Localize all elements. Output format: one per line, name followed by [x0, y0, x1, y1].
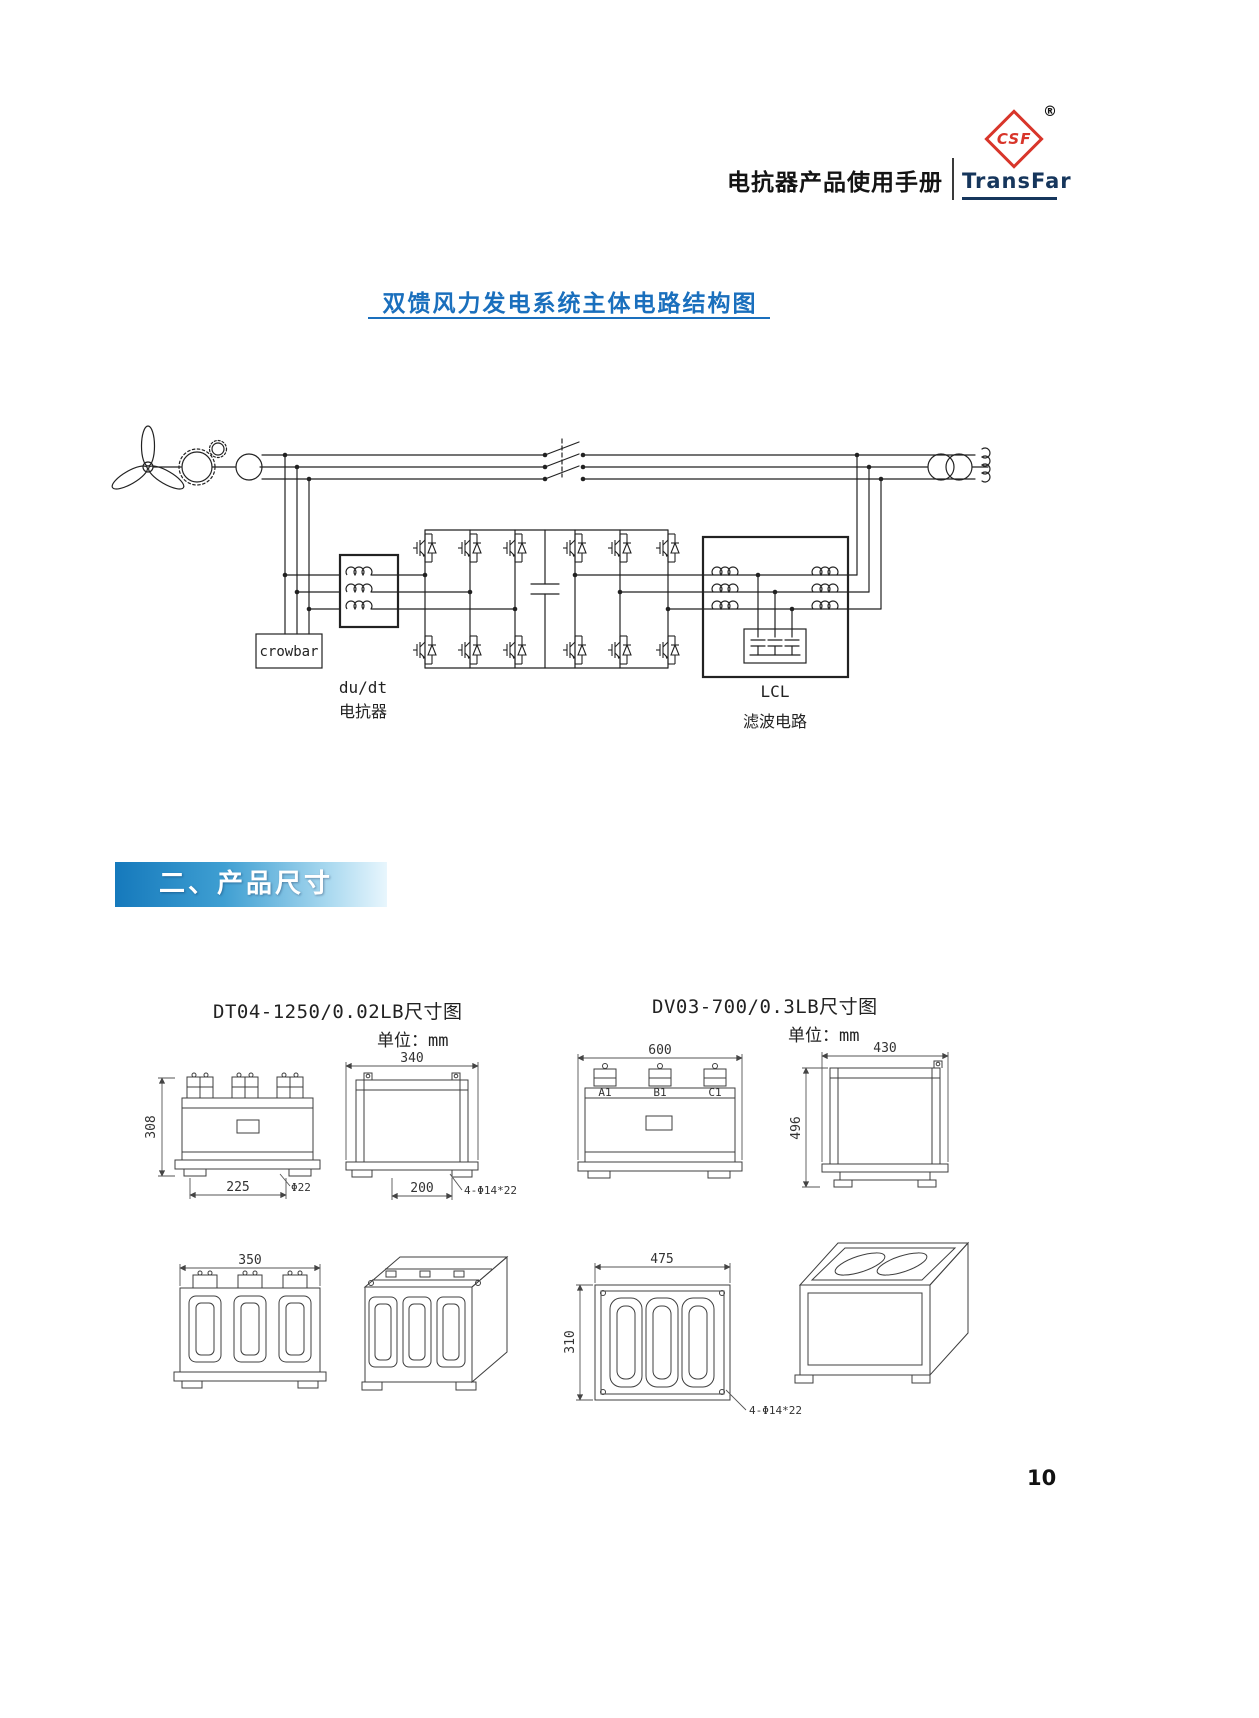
brand-underline — [962, 197, 1057, 200]
lcl-filter-box — [701, 535, 850, 679]
dim-label-dt04-front-height: 308 — [144, 1115, 159, 1138]
dt04-front-view — [174, 1072, 321, 1177]
dt04-coil-front-dims — [179, 1264, 321, 1286]
gearbox-generator-icon — [152, 439, 263, 486]
csf-logo-icon: CSF — [984, 109, 1044, 169]
dim-label-dt04-base-width: 200 — [410, 1181, 433, 1196]
dudt-reactor-box — [338, 553, 400, 629]
dim-label-dv03-top-width: 475 — [650, 1252, 673, 1267]
dim-label-dv03-side-width: 430 — [873, 1041, 896, 1056]
terminal-label-b1: B1 — [653, 1086, 666, 1099]
page-number: 10 — [1027, 1466, 1057, 1490]
dt04-drawing-title: DT04-1250/0.02LB尺寸图 — [213, 1001, 463, 1023]
lcl-label-line2: 滤波电路 — [743, 712, 807, 731]
diagram-title-underline — [368, 317, 770, 319]
dt04-isometric-view — [361, 1255, 509, 1391]
lcl-label-line1: LCL — [761, 682, 790, 701]
dv03-drawing-title: DV03-700/0.3LB尺寸图 — [652, 996, 878, 1018]
section-banner: 二、产品尺寸 — [115, 862, 387, 907]
dv03-front-dims — [577, 1054, 743, 1160]
section-title: 二、产品尺寸 — [159, 869, 334, 899]
dv03-front-view — [577, 1063, 743, 1179]
crowbar-label: crowbar — [259, 644, 318, 660]
grid-transformer-icon — [927, 447, 991, 483]
csf-logo-text: CSF — [996, 130, 1032, 148]
registered-trademark: ® — [1043, 104, 1057, 120]
dt04-front-dims — [158, 1077, 291, 1199]
dv03-top-view — [594, 1284, 731, 1401]
dv03-unit-label: 单位：mm — [788, 1026, 860, 1046]
terminal-label-a1: A1 — [598, 1086, 611, 1099]
dim-label-dv03-side-height: 496 — [789, 1116, 804, 1139]
three-phase-lines — [259, 454, 989, 480]
dt04-coil-front-view — [173, 1270, 327, 1389]
dim-label-dv03-front-width: 600 — [648, 1043, 671, 1058]
junction-dots — [282, 452, 884, 612]
dim-label-dt04-base-hole: Φ22 — [291, 1181, 311, 1194]
dt04-side-view — [345, 1072, 479, 1178]
dt04-side-dims — [345, 1062, 479, 1200]
dimension-drawings: 308 225 Φ22 340 200 4-Φ14*22 — [144, 1041, 970, 1417]
circuit-diagram: crowbar — [111, 425, 991, 731]
dim-label-dv03-top-depth: 310 — [563, 1330, 578, 1353]
crowbar-box: crowbar — [255, 633, 323, 669]
dv03-side-dims — [802, 1052, 949, 1188]
lcl-output-lines — [847, 454, 882, 610]
grid-switch-icon — [544, 438, 580, 480]
dudt-label-line1: du/dt — [339, 678, 387, 697]
dim-label-dt04-hole-note: 4-Φ14*22 — [464, 1184, 517, 1197]
dt04-unit-label: 单位：mm — [377, 1031, 449, 1051]
converter-bridge — [397, 529, 704, 669]
rotor-tap-lines — [284, 454, 341, 635]
header-divider — [952, 158, 954, 200]
dim-label-dt04-coil-front-width: 350 — [238, 1253, 261, 1268]
manual-title: 电抗器产品使用手册 — [727, 170, 943, 196]
brand-logo: CSF — [984, 109, 1044, 169]
terminal-label-c1: C1 — [708, 1086, 721, 1099]
dv03-top-dims — [576, 1263, 747, 1411]
brand-name: TransFar — [962, 169, 1072, 193]
diagram-title: 双馈风力发电系统主体电路结构图 — [382, 291, 758, 317]
dim-label-dv03-hole-note: 4-Φ14*22 — [749, 1404, 802, 1417]
dim-label-dt04-front-width: 225 — [226, 1180, 249, 1195]
dv03-isometric-view — [794, 1241, 970, 1384]
dim-label-dt04-side-width: 340 — [400, 1051, 423, 1066]
wind-turbine-icon — [111, 425, 185, 490]
dudt-label-line2: 电抗器 — [339, 702, 387, 721]
dv03-side-view — [821, 1060, 949, 1188]
